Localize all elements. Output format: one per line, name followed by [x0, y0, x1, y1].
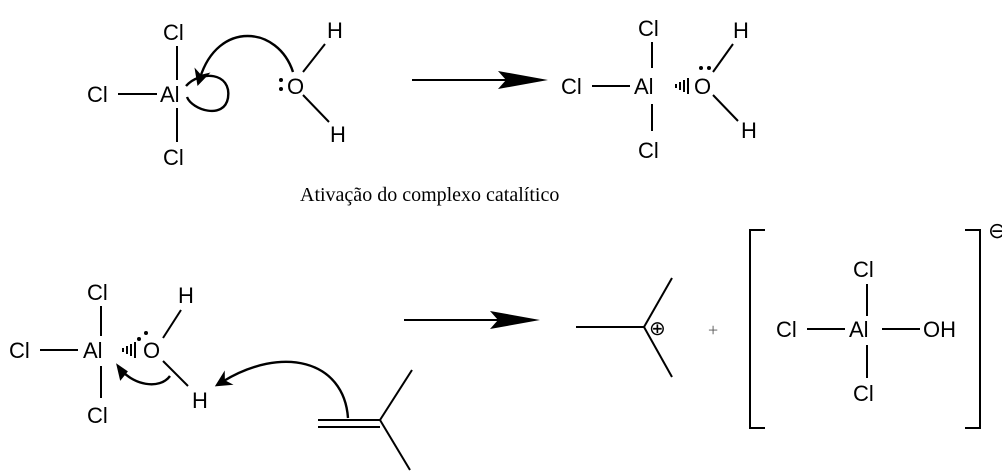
- lone-pair-dot: [137, 337, 141, 341]
- atom-cl-top: Cl: [853, 257, 874, 282]
- al-water-complex: Cl Cl Al O H H Cl: [561, 16, 757, 163]
- atom-al: Al: [634, 74, 654, 99]
- plus-sign: +: [708, 320, 718, 340]
- lone-pair-dot: [144, 331, 148, 335]
- curved-arrow-lone-pair-to-al: [194, 34, 295, 87]
- atom-h-top: H: [327, 18, 343, 43]
- atom-cl-bottom: Cl: [87, 403, 108, 428]
- curved-arrow-pi-bond-to-h: [214, 360, 350, 419]
- water-reactant: O H H: [279, 18, 346, 147]
- isobutene: [318, 369, 413, 471]
- atom-cl-left: Cl: [776, 317, 797, 342]
- anion-charge: ⊖: [988, 218, 1002, 243]
- bond-c-methyl-down: [379, 419, 411, 471]
- atom-h-bottom: H: [741, 118, 757, 143]
- bond-o-h-top: [162, 309, 182, 339]
- hashed-bond-al-o: [122, 342, 136, 358]
- atom-oh: OH: [923, 317, 956, 342]
- carbocation-charge: ⊕: [649, 318, 666, 340]
- tert-butyl-carbocation: ⊕: [576, 277, 673, 378]
- caption: Ativação do complexo catalítico: [300, 184, 559, 206]
- atom-al: Al: [849, 317, 869, 342]
- bond-o-h-bottom: [302, 94, 330, 123]
- empty-orbital-loop: [185, 74, 230, 113]
- lone-pair-dot: [279, 87, 283, 91]
- al-water-complex-2: Cl Cl Al O H H Cl: [9, 280, 208, 428]
- atom-cl-top: Cl: [87, 280, 108, 305]
- lone-pair-dot: [699, 66, 703, 70]
- bracket-right: [965, 229, 981, 429]
- atom-cl-bottom: Cl: [638, 138, 659, 163]
- bond-c-methyl-up: [643, 277, 673, 328]
- atom-cl-bottom: Cl: [163, 145, 184, 170]
- bracket-left: [749, 229, 765, 429]
- atom-cl-top: Cl: [163, 20, 184, 45]
- bond-o-h-bottom: [162, 360, 189, 387]
- atom-o: O: [694, 74, 711, 99]
- bond-o-h-top: [302, 43, 326, 73]
- bond-o-h-top: [712, 43, 734, 73]
- hashed-bond-al-o: [675, 78, 689, 94]
- curved-arrow-oh-bond-to-al: [116, 363, 171, 386]
- bond-c-methyl-down: [643, 326, 673, 378]
- atom-o: O: [287, 74, 304, 99]
- atom-h-bottom: H: [330, 122, 346, 147]
- reaction-arrow-head: [490, 311, 540, 329]
- bond-c-methyl-up: [379, 369, 413, 421]
- atom-cl-left: Cl: [561, 74, 582, 99]
- alcl3-reactant: Cl Cl Al Cl: [87, 20, 230, 170]
- atom-al: Al: [83, 338, 103, 363]
- lone-pair-dot: [707, 66, 711, 70]
- atom-cl-left: Cl: [9, 338, 30, 363]
- aluminate-anion: ⊖ Cl Cl Al OH Cl: [749, 218, 1002, 429]
- atom-h-top: H: [178, 283, 194, 308]
- bond-o-h-bottom: [712, 94, 739, 122]
- atom-cl-top: Cl: [638, 16, 659, 41]
- atom-cl-bottom: Cl: [853, 381, 874, 406]
- atom-cl-left: Cl: [87, 82, 108, 107]
- atom-h-transferred: H: [192, 388, 208, 413]
- reaction-arrow-head: [498, 71, 548, 89]
- lone-pair-dot: [279, 78, 283, 82]
- atom-o: O: [143, 338, 160, 363]
- atom-al: Al: [160, 82, 180, 107]
- atom-h-top: H: [733, 18, 749, 43]
